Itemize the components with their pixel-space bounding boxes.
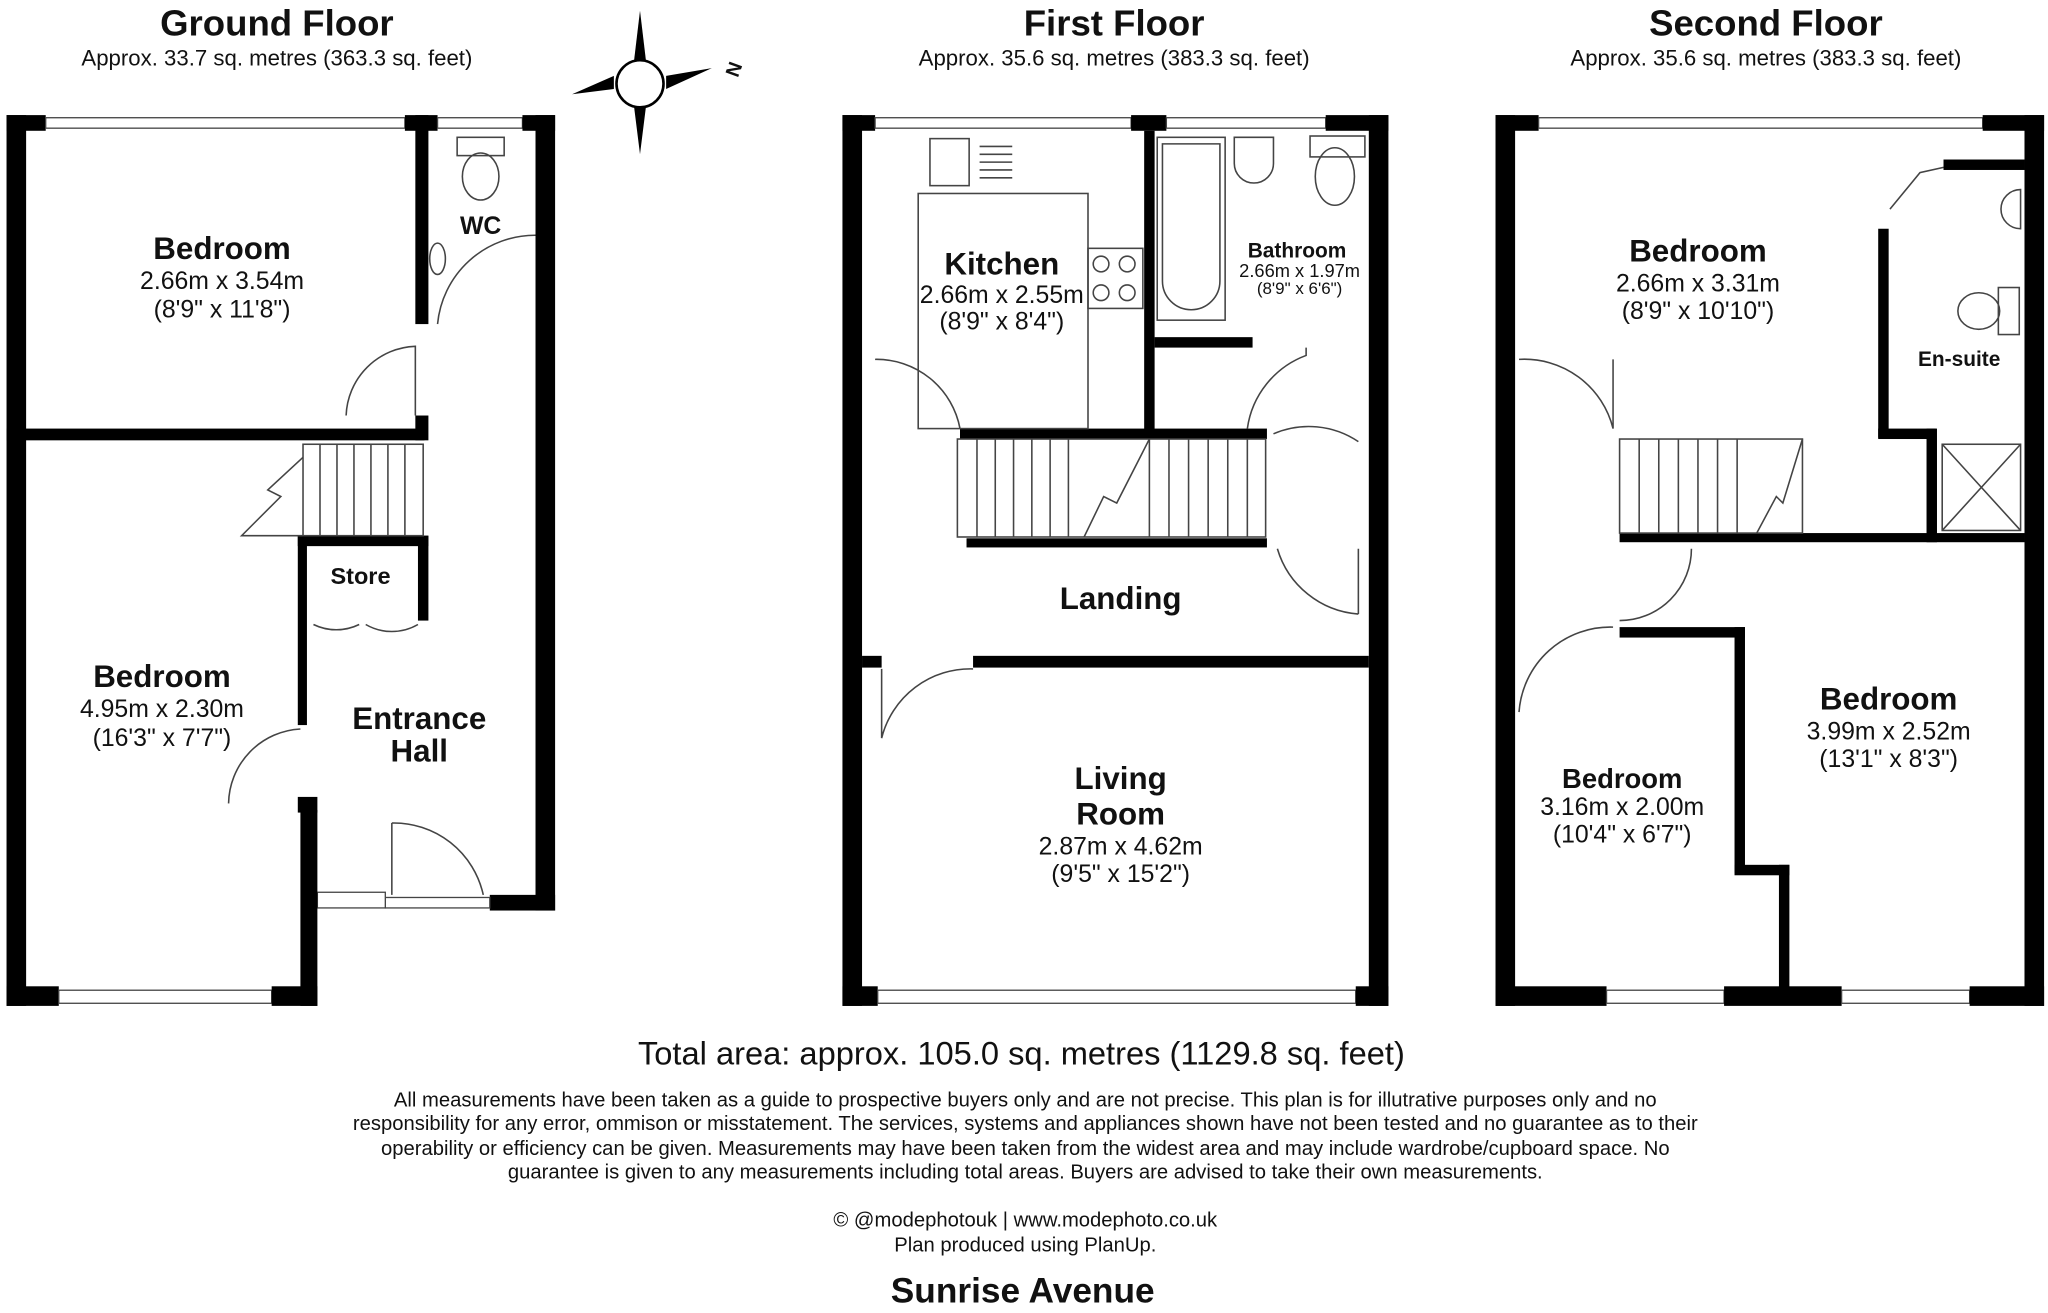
room-name: Hall [391,734,448,769]
room-name: Landing [1060,581,1182,616]
room-name: Bedroom [1820,681,1958,716]
compass-north-label: N [722,59,748,80]
room-imperial: (8'9" x 8'4") [939,308,1064,335]
room-imperial: (16'3" x 7'7") [93,725,232,752]
room-name: Kitchen [944,246,1059,281]
room-metric: 3.16m x 2.00m [1540,794,1704,821]
room-metric: 2.66m x 1.97m [1239,260,1360,281]
room-name: Bedroom [93,659,231,694]
disclaimer-line: operability or efficiency can be given. … [381,1138,1670,1160]
second-floor-plan: Bedroom 2.66m x 3.31m (8'9" x 10'10") En… [1495,115,2045,1006]
room-metric: 3.99m x 2.52m [1807,718,1971,745]
disclaimer-line: All measurements have been taken as a gu… [394,1089,1657,1111]
first-floor-area: Approx. 35.6 sq. metres (383.3 sq. feet) [919,45,1310,70]
room-metric: 2.87m x 4.62m [1039,833,1203,860]
room-name: Bathroom [1248,239,1347,262]
room-name: Bedroom [1562,763,1682,794]
produced-by-text: Plan produced using PlanUp. [894,1234,1156,1256]
ground-floor-area: Approx. 33.7 sq. metres (363.3 sq. feet) [81,45,472,70]
room-metric: 2.66m x 3.54m [140,268,304,295]
room-name: Bedroom [1629,233,1767,268]
ground-floor-title: Ground Floor [160,2,394,43]
room-name: En-suite [1918,348,2000,371]
room-imperial: (13'1" x 8'3") [1819,746,1958,773]
total-area: Total area: approx. 105.0 sq. metres (11… [638,1035,1405,1072]
room-name: Bedroom [153,231,291,266]
second-floor-title: Second Floor [1649,2,1883,43]
property-address: Sunrise Avenue [891,1271,1155,1310]
room-name: Room [1076,796,1165,831]
room-metric: 4.95m x 2.30m [80,696,244,723]
room-name: Living [1075,761,1167,796]
disclaimer-line: guarantee is given to any measurements i… [508,1161,1543,1183]
second-floor-area: Approx. 35.6 sq. metres (383.3 sq. feet) [1570,45,1961,70]
room-name: WC [460,213,501,240]
room-name: Store [330,563,390,589]
room-imperial: (8'9" x 10'10") [1622,298,1775,325]
ground-floor-plan: Bedroom 2.66m x 3.54m (8'9" x 11'8") Bed… [6,115,556,1006]
room-name: Entrance [352,701,486,736]
first-floor-plan: Kitchen 2.66m x 2.55m (8'9" x 8'4") Bath… [842,115,1389,1006]
disclaimer-line: responsibility for any error, ommison or… [353,1113,1698,1135]
room-imperial: (8'9" x 6'6") [1257,279,1343,298]
room-imperial: (8'9" x 11'8") [154,297,291,324]
first-floor-title: First Floor [1024,2,1205,43]
room-metric: 2.66m x 3.31m [1616,270,1780,297]
room-imperial: (10'4" x 6'7") [1553,822,1692,849]
credit-text: © @modephotouk | www.modephoto.co.uk [833,1210,1218,1232]
room-imperial: (9'5" x 15'2") [1051,861,1190,888]
compass-icon: N [572,10,748,155]
room-metric: 2.66m x 2.55m [920,282,1084,309]
